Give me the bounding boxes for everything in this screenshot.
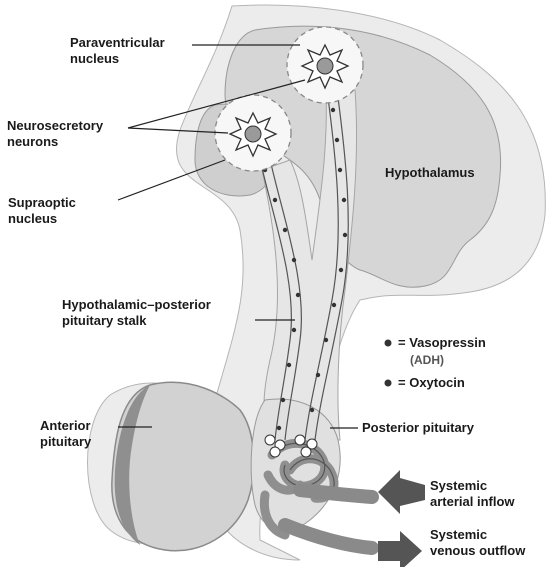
label-posterior-pituitary: Posterior pituitary: [362, 420, 474, 436]
legend-adh: (ADH): [410, 352, 444, 368]
label-venous-outflow: Systemic venous outflow: [430, 527, 525, 559]
label-anterior-pituitary: Anterior pituitary: [40, 418, 91, 450]
legend-oxytocin: = Oxytocin: [398, 375, 465, 391]
label-paraventricular-nucleus: Paraventricular nucleus: [70, 35, 165, 67]
neuron-paraventricular: [302, 45, 348, 88]
venous-outflow-arrow: [378, 531, 422, 567]
arterial-inflow-arrow: [378, 470, 425, 514]
label-hypothalamus: Hypothalamus: [385, 165, 475, 181]
legend-vasopressin-dot: [385, 340, 392, 347]
arterial-vessel: [300, 490, 372, 497]
legend-oxytocin-dot: [385, 380, 392, 387]
label-neurosecretory-neurons: Neurosecretory neurons: [7, 118, 103, 150]
label-stalk: Hypothalamic–posterior pituitary stalk: [62, 297, 211, 329]
legend-vasopressin: = Vasopressin: [398, 335, 486, 351]
label-arterial-inflow: Systemic arterial inflow: [430, 478, 515, 510]
venous-vessel: [285, 525, 372, 548]
label-supraoptic-nucleus: Supraoptic nucleus: [8, 195, 76, 227]
neuron-supraoptic: [230, 113, 276, 156]
